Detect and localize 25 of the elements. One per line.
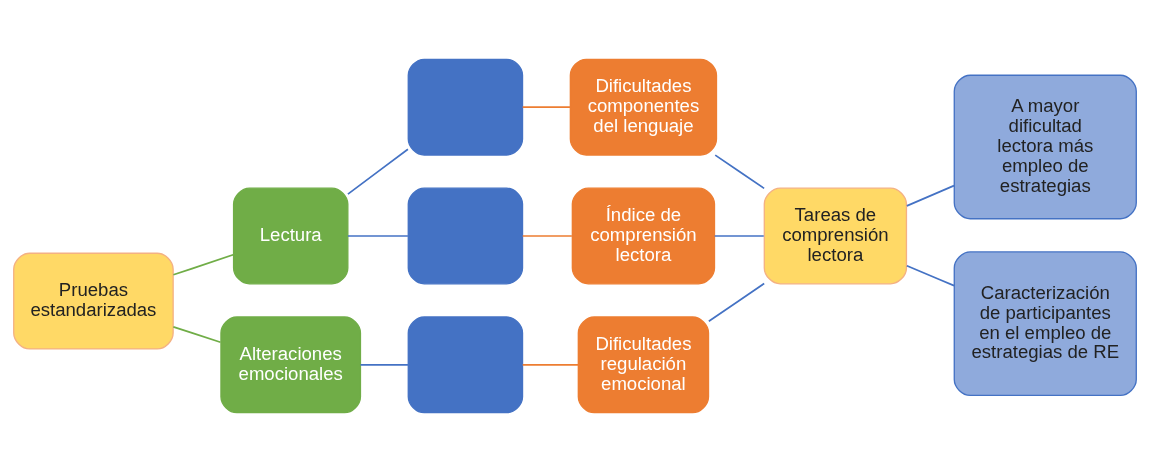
node-box: Lectura	[232, 187, 349, 284]
node-box	[407, 187, 524, 284]
node-box: A mayor dificultad lectora más empleo de estrategias	[953, 74, 1137, 219]
node-box: Índice de comprensión lectora	[571, 187, 716, 284]
connector	[713, 234, 765, 237]
node-box	[407, 58, 524, 156]
node-box: Caracterización de participantes en el empleo de estrategias de RE	[953, 250, 1137, 396]
connector	[714, 153, 765, 189]
node-box: Alteraciones emocionales	[220, 315, 362, 413]
connector	[906, 264, 955, 286]
connector	[172, 253, 235, 276]
connector	[521, 105, 571, 108]
connector	[906, 184, 955, 207]
connector	[359, 363, 409, 366]
connector	[521, 234, 573, 237]
connector	[521, 363, 579, 366]
connector	[172, 325, 222, 343]
node-box: Dificultades componentes del lenguaje	[569, 58, 718, 156]
node-box	[407, 315, 524, 413]
connector	[707, 282, 766, 322]
node-box: Tareas de comprensión lectora	[763, 187, 908, 284]
connector	[347, 234, 409, 237]
connector	[347, 147, 409, 195]
node-box: Dificultades regulación emocional	[577, 315, 710, 413]
node-box: Pruebas estandarizadas	[13, 252, 174, 350]
